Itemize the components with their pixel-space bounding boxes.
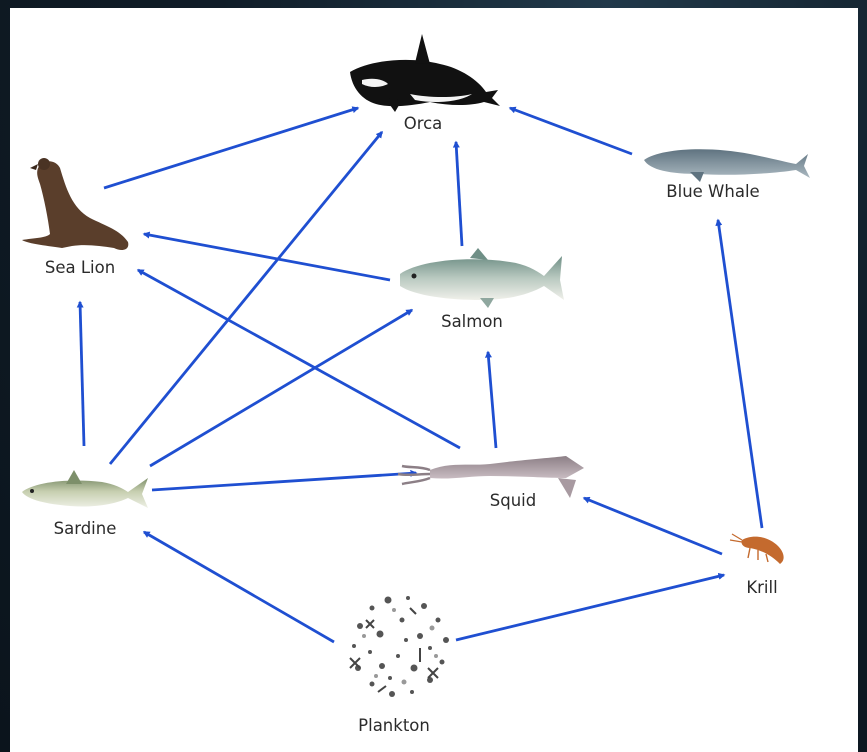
edge-sardine-to-sea-lion (80, 302, 84, 446)
sardine-icon (22, 470, 148, 508)
edge-squid-to-sea-lion (138, 270, 460, 448)
node-label-sea-lion: Sea Lion (45, 258, 115, 277)
edge-sardine-to-squid (152, 473, 416, 490)
food-web-panel: Orca Sea Lion Blue Whale Salmon Sardine … (10, 8, 858, 752)
salmon-icon (400, 248, 564, 308)
edge-plankton-to-krill (456, 575, 724, 640)
sea-lion-icon (22, 158, 128, 250)
krill-icon (730, 534, 784, 564)
edge-sardine-to-orca (110, 132, 382, 464)
edge-squid-to-salmon (488, 352, 496, 448)
node-label-krill: Krill (746, 578, 777, 597)
edge-sardine-to-salmon (150, 310, 412, 466)
plankton-icon (344, 592, 456, 704)
edge-plankton-to-sardine (144, 532, 334, 642)
edge-blue-whale-to-orca (510, 108, 632, 154)
edge-krill-to-squid (584, 498, 722, 554)
orca-icon (350, 34, 500, 112)
edge-krill-to-blue-whale (718, 220, 762, 528)
node-label-plankton: Plankton (358, 716, 430, 735)
food-web-diagram: Orca Sea Lion Blue Whale Salmon Sardine … (10, 8, 858, 752)
node-label-orca: Orca (404, 114, 443, 133)
edge-salmon-to-orca (456, 142, 462, 246)
node-label-sardine: Sardine (54, 519, 117, 538)
node-label-squid: Squid (490, 491, 536, 510)
node-label-blue-whale: Blue Whale (666, 182, 759, 201)
node-label-salmon: Salmon (441, 312, 503, 331)
blue-whale-icon (644, 149, 810, 182)
edges-layer (80, 108, 762, 642)
edge-sea-lion-to-orca (104, 108, 358, 188)
